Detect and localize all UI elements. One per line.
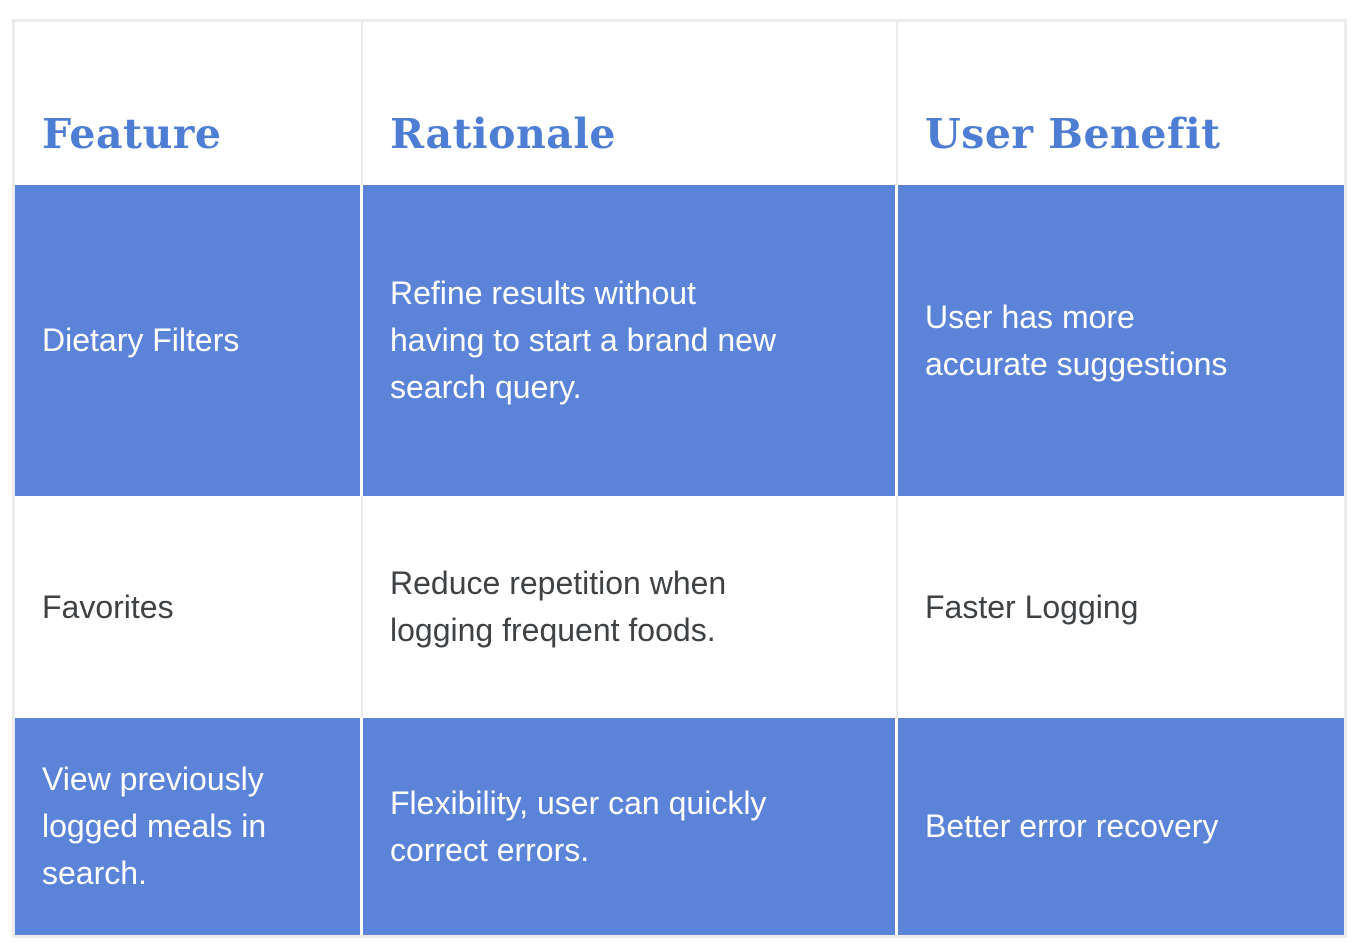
cell-text-feature: Dietary Filters bbox=[42, 322, 240, 358]
cell-text-rationale: Refine results without having to start a… bbox=[390, 275, 777, 405]
header-row: Feature Rationale User Benefit bbox=[15, 22, 1344, 185]
cell-text-user-benefit: Better error recovery bbox=[925, 808, 1219, 844]
cell-user-benefit: Better error recovery bbox=[898, 718, 1344, 935]
table-row-dietary-filters: Dietary Filters Refine results without h… bbox=[15, 185, 1344, 496]
cell-feature: Dietary Filters bbox=[15, 185, 363, 496]
cell-user-benefit: Faster Logging bbox=[898, 496, 1344, 718]
cell-rationale: Flexibility, user can quickly correct er… bbox=[363, 718, 898, 935]
cell-text-feature: View previously logged meals in search. bbox=[42, 761, 267, 891]
cell-text-user-benefit: User has more accurate suggestions bbox=[925, 298, 1228, 382]
header-label-rationale: Rationale bbox=[390, 109, 616, 158]
feature-comparison-table: Feature Rationale User Benefit Dietary F… bbox=[12, 19, 1347, 938]
header-cell-rationale: Rationale bbox=[363, 22, 898, 185]
cell-text-feature: Favorites bbox=[42, 588, 174, 625]
cell-rationale: Refine results without having to start a… bbox=[363, 185, 898, 496]
cell-rationale: Reduce repetition when logging frequent … bbox=[363, 496, 898, 718]
header-cell-feature: Feature bbox=[15, 22, 363, 185]
cell-text-rationale: Reduce repetition when logging frequent … bbox=[390, 565, 727, 648]
header-label-feature: Feature bbox=[42, 109, 222, 158]
cell-text-rationale: Flexibility, user can quickly correct er… bbox=[390, 784, 767, 868]
cell-text-user-benefit: Faster Logging bbox=[925, 588, 1139, 625]
header-label-user-benefit: User Benefit bbox=[925, 109, 1221, 158]
cell-feature: View previously logged meals in search. bbox=[15, 718, 363, 935]
table-row-view-previous-meals: View previously logged meals in search. … bbox=[15, 718, 1344, 935]
header-cell-user-benefit: User Benefit bbox=[898, 22, 1344, 185]
table-row-favorites: Favorites Reduce repetition when logging… bbox=[15, 496, 1344, 718]
cell-feature: Favorites bbox=[15, 496, 363, 718]
cell-user-benefit: User has more accurate suggestions bbox=[898, 185, 1344, 496]
